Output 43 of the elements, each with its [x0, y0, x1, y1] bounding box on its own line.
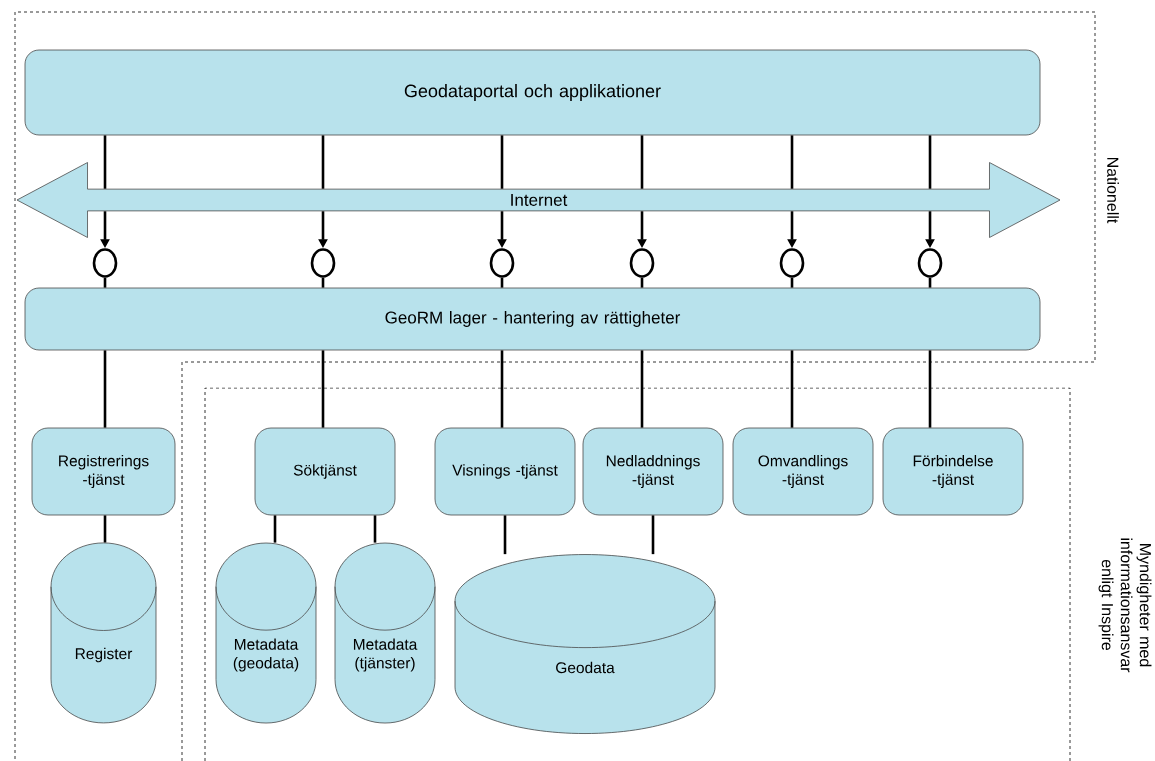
connector-line — [503, 515, 507, 555]
interface-circle — [629, 248, 655, 278]
connector-line — [640, 350, 644, 428]
connector-line — [321, 350, 325, 428]
connector-line — [321, 135, 325, 189]
service-box: Visnings -tjänst — [434, 427, 576, 516]
layer-band: Geodataportal och applikationer — [24, 49, 1041, 136]
service-box: Omvandlings -tjänst — [732, 427, 874, 516]
connector-line — [790, 350, 794, 428]
region-label: Myndigheter med informationsansvar enligt Inspire — [1098, 538, 1152, 673]
connector-line — [790, 135, 794, 189]
connector-line — [103, 515, 107, 543]
connector-line — [103, 277, 107, 288]
connector-line — [373, 515, 377, 543]
service-box: Söktjänst — [254, 427, 396, 516]
connector-line — [500, 277, 504, 288]
connector-line — [928, 277, 932, 288]
service-box: Nedladdnings -tjänst — [582, 427, 724, 516]
database-cylinder: Metadata (geodata) — [215, 542, 317, 724]
interface-circle — [917, 248, 943, 278]
connector-line — [103, 135, 107, 189]
service-box: Registrerings -tjänst — [31, 427, 176, 516]
database-cylinder: Geodata — [454, 554, 716, 734]
connector-line — [321, 277, 325, 288]
interface-circle — [92, 248, 118, 278]
connector-line — [790, 277, 794, 288]
connector-line — [928, 350, 932, 428]
connector-line — [640, 277, 644, 288]
layer-band: GeoRM lager - hantering av rättigheter — [24, 287, 1041, 351]
connector-line — [273, 515, 277, 543]
connector-line — [500, 135, 504, 189]
service-box: Förbindelse -tjänst — [882, 427, 1024, 516]
connector-line — [500, 350, 504, 428]
interface-circle — [779, 248, 805, 278]
region-label: Nationellt — [1107, 157, 1119, 224]
interface-circle — [310, 248, 336, 278]
database-cylinder: Register — [50, 542, 157, 724]
database-cylinder: Metadata (tjänster) — [334, 542, 436, 724]
connector-line — [651, 515, 655, 555]
connector-line — [928, 135, 932, 189]
interface-circle — [489, 248, 515, 278]
connector-line — [640, 135, 644, 189]
connector-line — [103, 350, 107, 428]
